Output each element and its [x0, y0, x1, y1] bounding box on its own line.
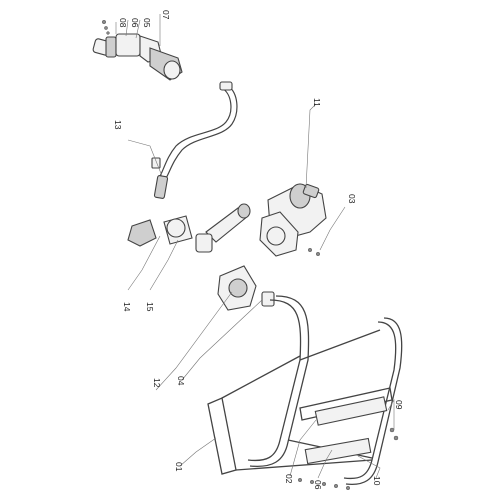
callout-05: 05	[142, 18, 152, 28]
callout-04: 04	[176, 376, 186, 386]
callout-11: 11	[312, 98, 322, 107]
callout-12: 12	[152, 378, 162, 388]
leader-lines	[115, 14, 395, 479]
callout-08: 08	[118, 18, 128, 28]
callout-01: 01	[174, 462, 184, 472]
callout-02: 02	[284, 474, 294, 484]
callout-15: 15	[145, 302, 155, 312]
callout-14: 14	[122, 302, 132, 312]
hose	[151, 81, 238, 199]
callout-06-top: 06	[130, 18, 140, 28]
callout-07: 07	[161, 10, 171, 20]
callout-03: 03	[347, 194, 357, 204]
filter-unit	[217, 265, 275, 311]
callout-06-bottom: 06	[313, 480, 323, 490]
callout-10: 10	[372, 476, 382, 486]
callout-13: 13	[113, 120, 123, 130]
fittings	[127, 203, 251, 253]
nozzle-assembly	[92, 19, 183, 81]
callout-09: 09	[394, 400, 404, 410]
callouts: 08 06 05 07 13 11 03 14 15 12 04 09 01 0…	[113, 10, 404, 490]
frame	[207, 295, 403, 491]
engine-unit	[259, 183, 327, 257]
